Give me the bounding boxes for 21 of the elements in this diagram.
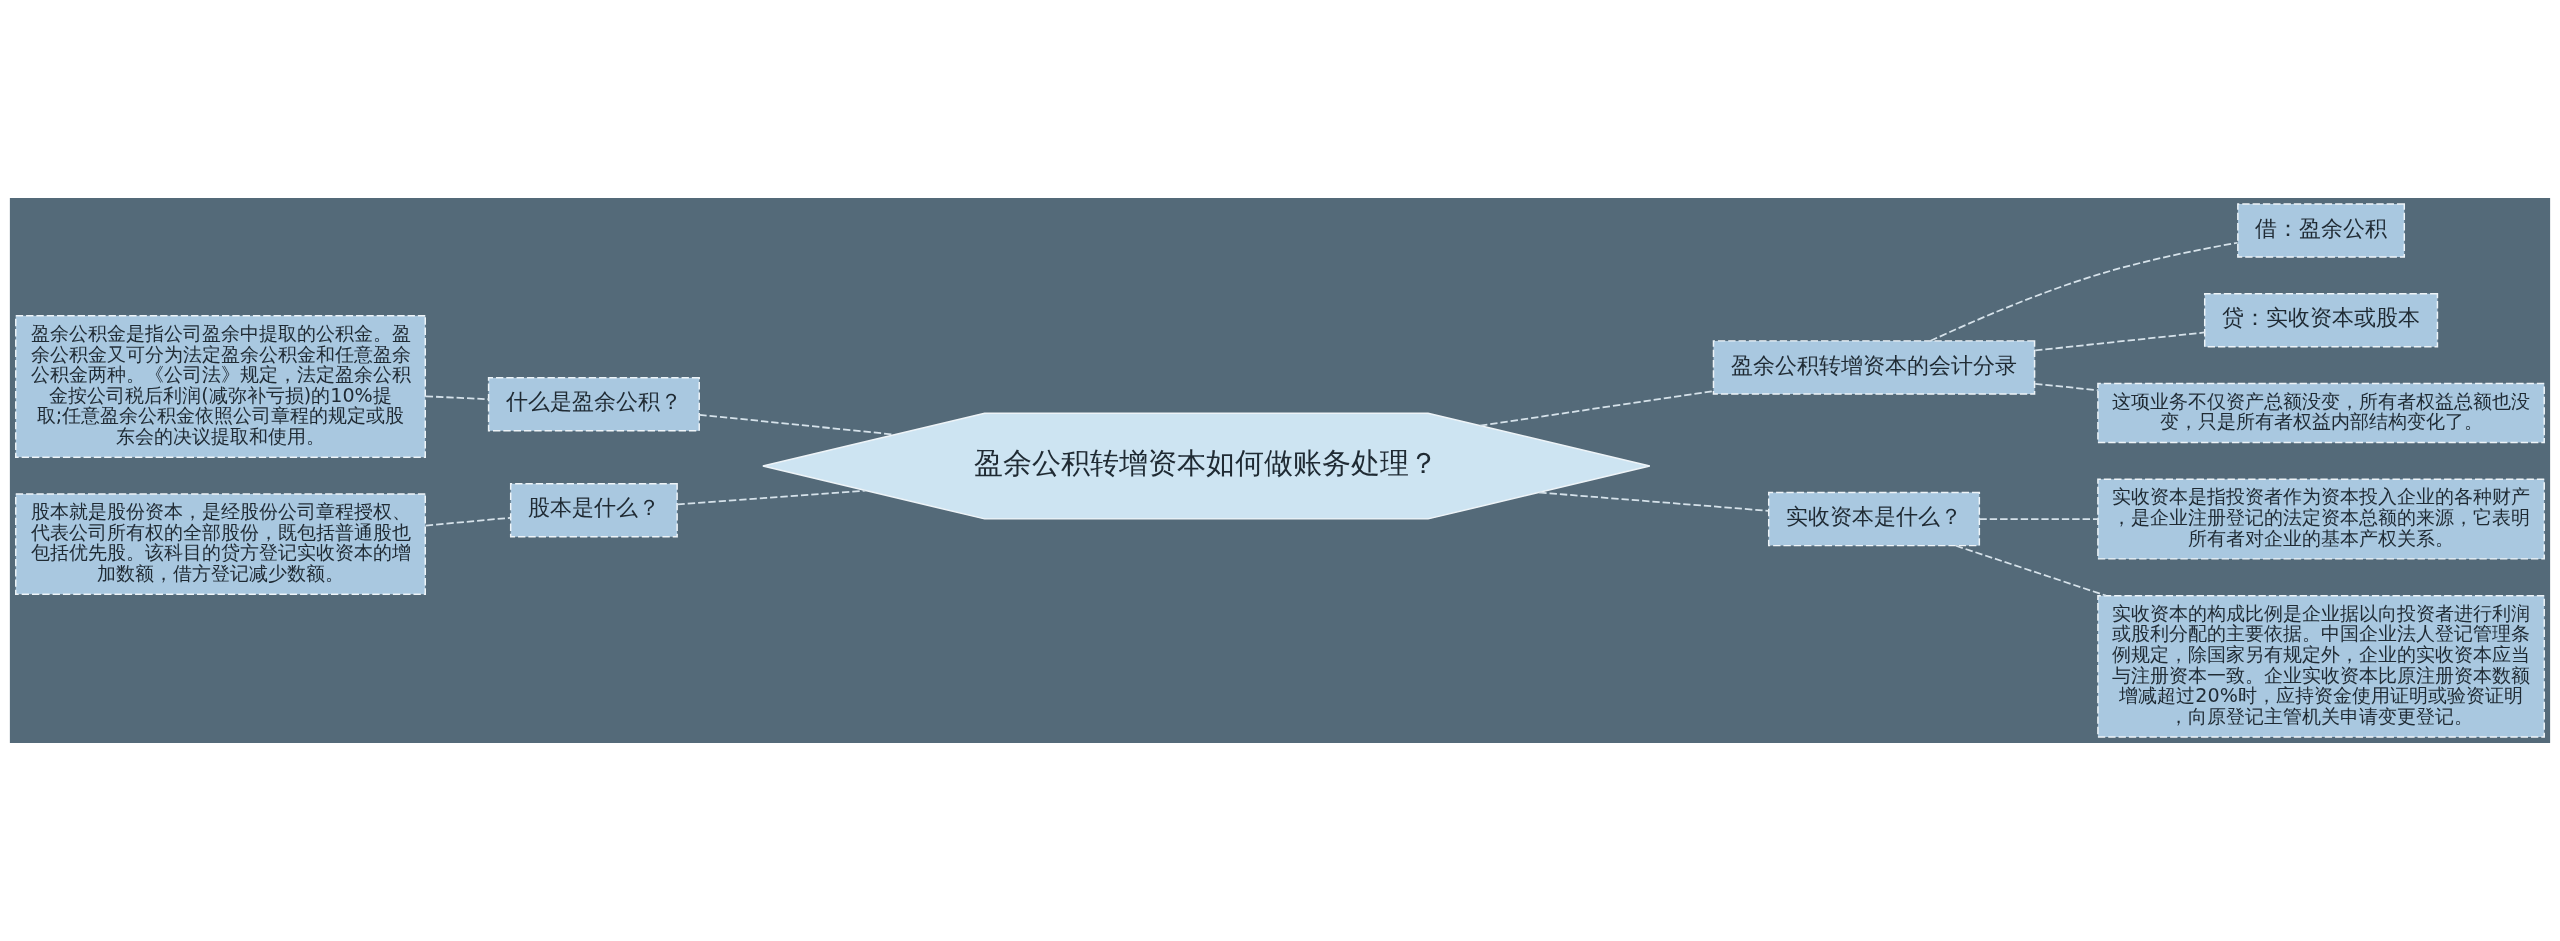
node-box: 股本就是股份资本，是经股份公司章程授权、代表公司所有权的全部股份，既包括普通股也包括优先股。该科目的贷方登记实收资本的增加数额，借方登记减少数额。 [15,493,426,595]
connector [2034,331,2206,352]
connector [1978,518,2099,520]
node-box: 股本是什么？ [509,483,678,538]
node-box: 盈余公积转增资本的会计分录 [1712,340,2036,395]
node-box: 贷：实收资本或股本 [2203,293,2439,348]
connector [1929,241,2239,342]
node-box: 盈余公积金是指公司盈余中提取的公积金。盈余公积金又可分为法定盈余公积金和任意盈余公积金两种。《公司法》规定，法定盈余公积金按公司税后利润(减弥补亏损)的10%提取;任意盈余公积金依照公司章程的规定或股东会的决议提取和使用。 [15,315,426,458]
node-box: 实收资本是什么？ [1767,491,1981,547]
node-box: 借：盈余公积 [2237,203,2406,258]
connector [1955,544,2107,597]
connector [676,489,867,506]
connector [2034,382,2099,392]
node-box: 这项业务不仅资产总额没变，所有者权益总额也没变，只是所有者权益内部结构变化了。 [2097,382,2545,444]
connector [1538,491,1770,512]
connector [424,516,512,527]
connector [1479,390,1715,427]
node-box: 实收资本的构成比例是企业据以向投资者进行利润或股利分配的主要依据。中国企业法人登记管理条例规定，除国家另有规定外，企业的实收资本应当与注册资本一致。企业实收资本比原注册资本数额增减超过20%时，应持资金使用证明或验资证明，向原登记主管机关申请变更登记。 [2097,594,2545,738]
connector [424,395,490,401]
node-box: 实收资本是指投资者作为资本投入企业的各种财产，是企业注册登记的法定资本总额的来源，它表明所有者对企业的基本产权关系。 [2097,478,2545,560]
node-box: 什么是盈余公积？ [487,376,700,432]
